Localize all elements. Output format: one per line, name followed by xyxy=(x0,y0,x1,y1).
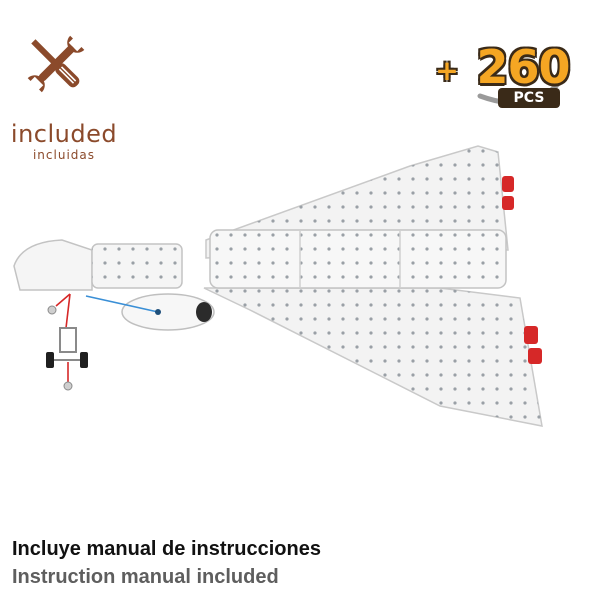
airplane-model-icon xyxy=(13,145,543,427)
cockpit-pod xyxy=(85,293,215,331)
included-label-es: incluidas xyxy=(32,148,96,162)
engines xyxy=(502,176,542,364)
included-label: included xyxy=(10,120,118,148)
tools-icon xyxy=(27,35,85,93)
landing-gear xyxy=(46,293,88,391)
plus-sign: + xyxy=(435,54,459,87)
caption-spanish: Incluye manual de instrucciones xyxy=(12,538,321,560)
pieces-count: 260 xyxy=(476,40,570,94)
pieces-unit: PCS xyxy=(498,88,560,108)
lower-wing xyxy=(203,287,543,427)
caption-english: Instruction manual included xyxy=(12,566,279,588)
nose-section xyxy=(13,239,183,291)
fuselage xyxy=(209,229,507,289)
pieces-count-badge: + 260 PCS xyxy=(420,34,580,114)
tools-included-badge: included incluidas xyxy=(0,22,130,162)
